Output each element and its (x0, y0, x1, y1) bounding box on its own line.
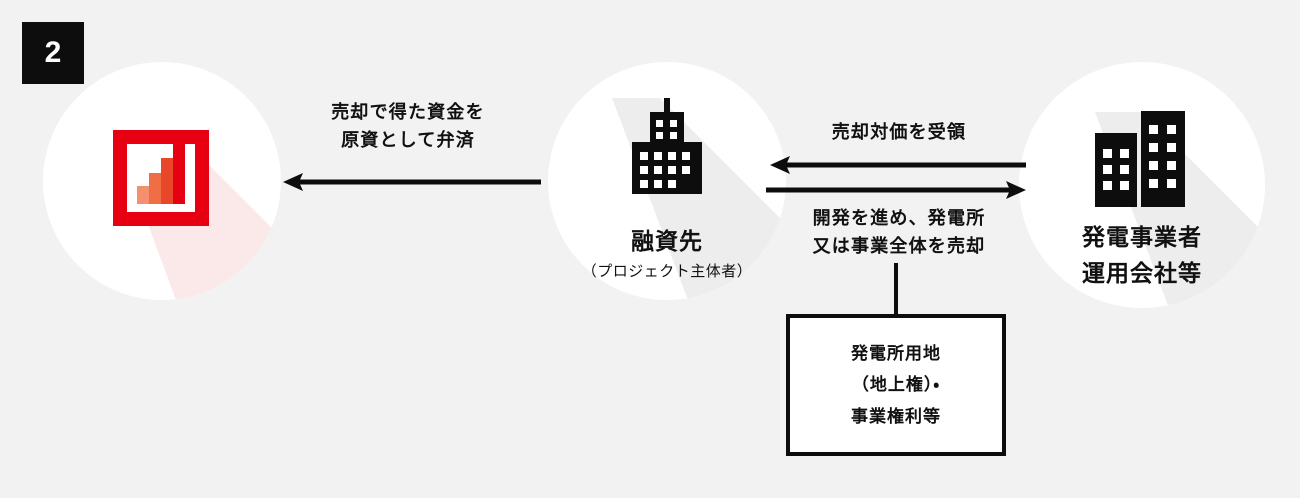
caption-repayment-line2: 原資として弁済 (341, 129, 475, 150)
step-number-badge: 2 (22, 22, 84, 84)
tower-building-icon (632, 98, 702, 194)
arrow-left-proceeds (770, 156, 1026, 174)
node-label-operator-secondary: 運用会社等 (1082, 260, 1202, 287)
two-buildings-icon (1095, 111, 1185, 207)
caption-proceeds-line1: 売却対価を受領 (831, 122, 967, 142)
node-label-operator-primary: 発電事業者 (1082, 224, 1202, 250)
arrow-right-sale (766, 181, 1026, 199)
caption-sale-line2: 又は事業全体を売却 (812, 235, 986, 256)
chart-bar (137, 186, 149, 204)
asset-box-line3: 事業権利等 (851, 406, 941, 426)
arrow-left-repayment (283, 173, 541, 191)
asset-box-line1: 発電所用地 (851, 343, 941, 363)
chart-bar (173, 144, 185, 204)
bar-chart-icon (113, 130, 209, 226)
asset-box-text: 発電所用地 （地上権）・ 事業権利等 (851, 338, 941, 432)
connector-line (894, 263, 898, 317)
caption-sale: 開発を進め、発電所 又は事業全体を売却 (775, 205, 1023, 261)
asset-box: 発電所用地 （地上権）・ 事業権利等 (786, 314, 1006, 456)
node-label-borrower: 融資先 （プロジェクト主体者） (537, 226, 797, 282)
caption-proceeds: 売却対価を受領 (775, 119, 1023, 147)
chart-bar (149, 172, 161, 204)
bar-chart-plot (127, 144, 195, 212)
chart-bar (161, 158, 173, 204)
step-number-text: 2 (44, 36, 62, 69)
caption-sale-line1: 開発を進め、発電所 (812, 208, 986, 228)
caption-repayment: 売却で得た資金を 原資として弁済 (288, 99, 528, 155)
node-label-borrower-secondary: （プロジェクト主体者） (581, 263, 753, 281)
caption-repayment-line1: 売却で得た資金を (331, 102, 485, 122)
asset-box-line2: （地上権）・ (851, 375, 941, 395)
node-label-borrower-primary: 融資先 (631, 228, 703, 254)
node-label-operator: 発電事業者 運用会社等 (1012, 222, 1272, 295)
